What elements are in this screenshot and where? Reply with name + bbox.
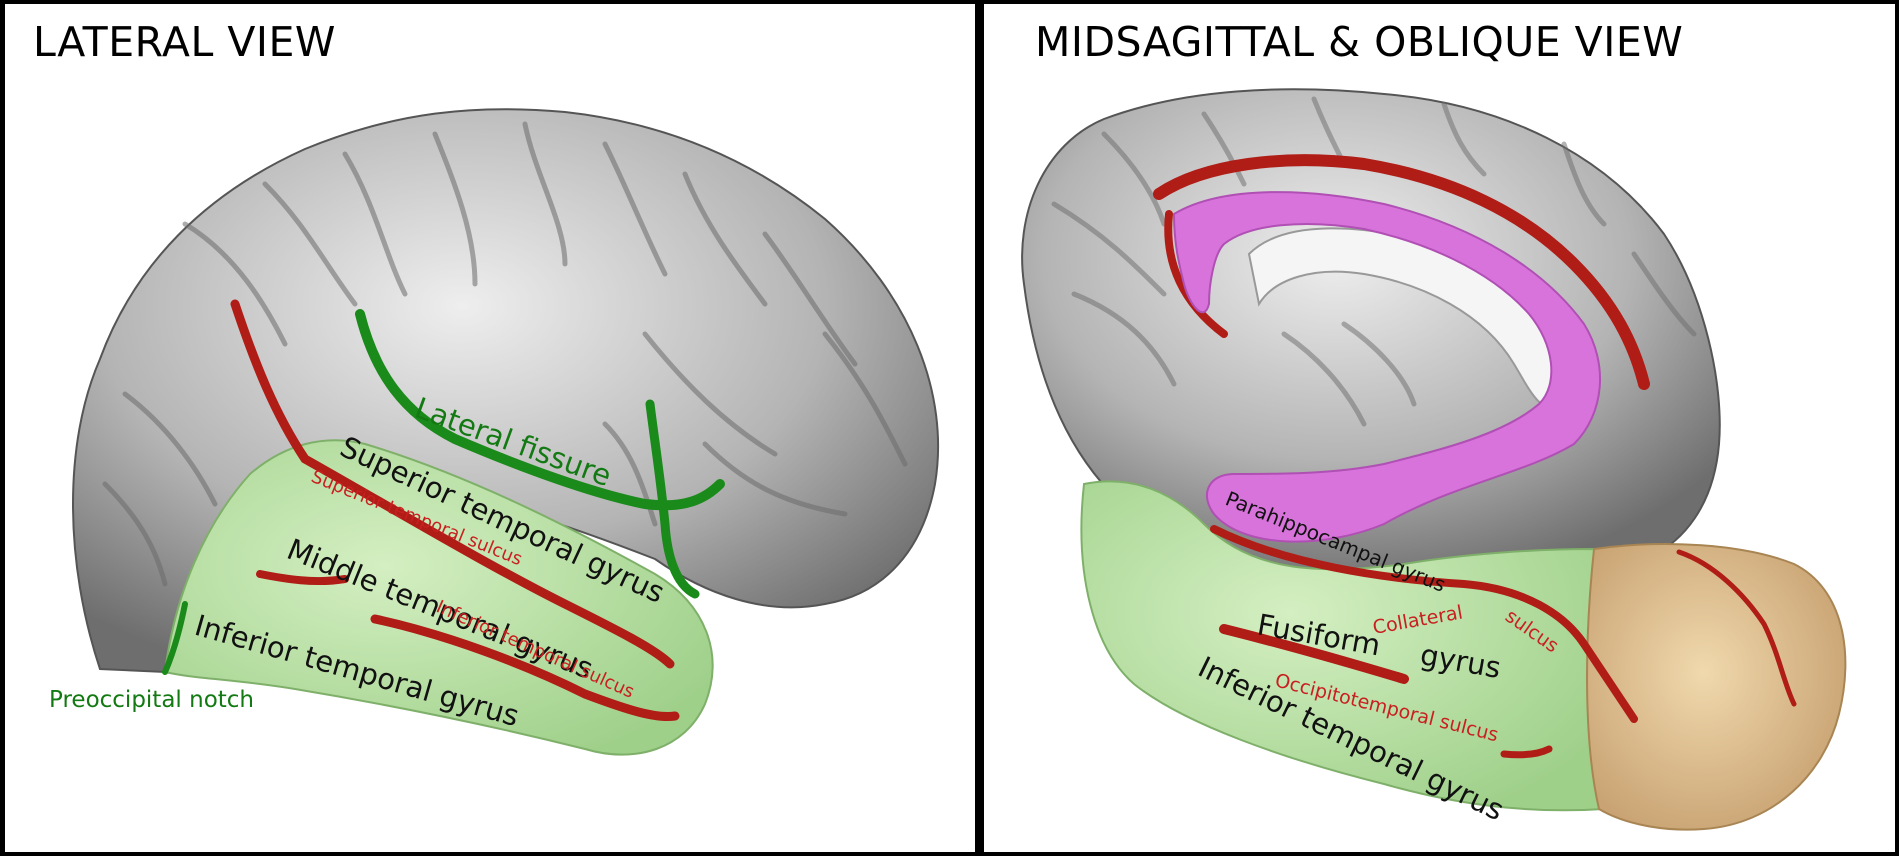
occipital-lobe-region (1586, 543, 1847, 831)
callosal-sulcus (1164, 210, 1228, 338)
inferior-temporal-sulcus (370, 614, 680, 722)
occipitotemporal-sulcus (1219, 624, 1409, 684)
lateral-view-panel: LATERAL VIEW (5, 4, 975, 852)
parahippocampal-gyrus-region (1172, 191, 1601, 543)
collateral-sulcus (1210, 525, 1638, 723)
lateral-fissure (355, 309, 725, 511)
temporal-lobe-region (163, 439, 714, 756)
preoccipital-notch-line (162, 601, 188, 675)
calcarine-sulcus (1676, 549, 1797, 707)
midsagittal-view-title: MIDSAGITTAL & OBLIQUE VIEW (1035, 18, 1684, 66)
midsagittal-view-panel: MIDSAGITTAL & OBLIQUE VIEW (984, 4, 1895, 852)
lateral-view-title: LATERAL VIEW (33, 18, 336, 66)
midsagittal-brain-illustration: Parahippocampal gyrus Collateral sulcus … (1021, 88, 1847, 831)
lateral-fissure-branch (645, 399, 700, 599)
inferior-temporal-sulcus-segment (256, 570, 349, 586)
label-preoccipital-notch: Preoccipital notch (49, 687, 254, 713)
lateral-brain-illustration: Lateral fissure Superior temporal gyrus … (49, 108, 939, 756)
occipitotemporal-sulcus-segment (1500, 745, 1553, 759)
superior-temporal-sulcus (230, 299, 675, 669)
temporal-lobe-region (1080, 480, 1606, 812)
cingulate-sulcus (1153, 154, 1650, 390)
cortical-folds (102, 121, 908, 587)
